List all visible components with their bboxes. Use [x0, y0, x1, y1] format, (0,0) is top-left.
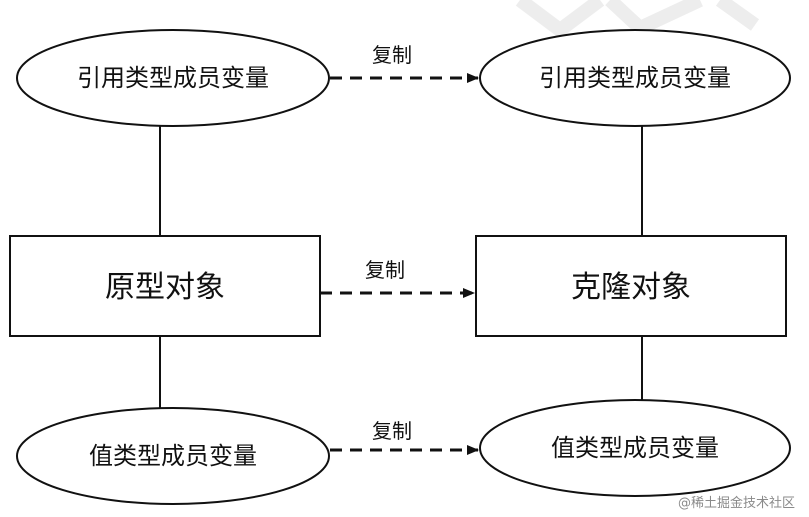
watermark-shape — [515, 0, 760, 39]
left-reference-member-label: 引用类型成员变量 — [77, 64, 269, 92]
left-reference-member-ellipse — [16, 29, 330, 127]
top-copy-label: 复制 — [372, 43, 412, 67]
left-value-member-label: 值类型成员变量 — [89, 442, 257, 470]
prototype-object-box — [9, 235, 321, 337]
right-reference-member-label: 引用类型成员变量 — [539, 64, 731, 92]
prototype-object-label: 原型对象 — [105, 270, 225, 305]
clone-object-box — [475, 235, 787, 337]
right-value-member-ellipse — [479, 399, 791, 497]
clone-object-label: 克隆对象 — [571, 270, 691, 305]
left-value-member-ellipse — [16, 407, 330, 505]
bottom-copy-label: 复制 — [372, 419, 412, 443]
right-reference-member-ellipse — [479, 29, 791, 127]
middle-copy-label: 复制 — [365, 258, 405, 282]
right-value-member-label: 值类型成员变量 — [551, 434, 719, 462]
watermark-credit: @稀土掘金技术社区 — [677, 496, 795, 511]
